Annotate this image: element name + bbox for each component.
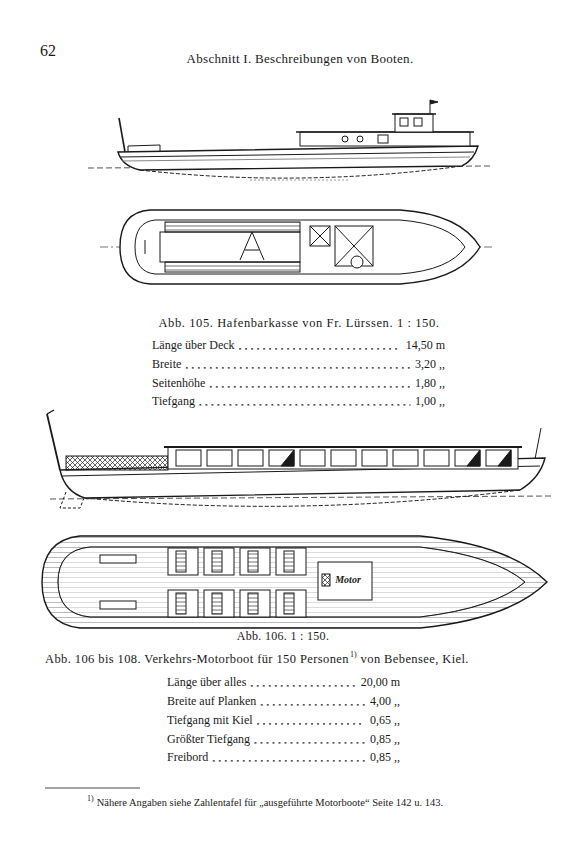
bench xyxy=(168,548,198,575)
bench-slats xyxy=(176,551,186,572)
window-shade xyxy=(467,450,480,466)
spec-value: 0,65 ,, xyxy=(370,714,400,728)
bench xyxy=(168,590,198,617)
footnote-mark: 1) xyxy=(350,650,357,659)
figure-caption: Abb. 106 bis 108. Verkehrs-Motorboot für… xyxy=(45,652,349,666)
spec-value: 0,85 ,, xyxy=(370,751,400,765)
spec-value: 1,80 ,, xyxy=(415,377,445,391)
spec-value: 0,85 ,, xyxy=(370,733,400,747)
bench-slats xyxy=(284,593,294,614)
window xyxy=(238,450,263,466)
bench-slats xyxy=(248,551,258,572)
spec-label: Länge über Deck xyxy=(152,339,235,353)
window xyxy=(269,450,294,466)
spec-label: Breite xyxy=(152,358,181,372)
window xyxy=(424,450,449,466)
dot-leader xyxy=(186,367,410,368)
spec-value: 20,00 m xyxy=(361,676,400,690)
spec-value: 4,00 ,, xyxy=(370,695,400,709)
bench xyxy=(240,548,270,575)
window xyxy=(300,450,325,466)
window xyxy=(176,450,201,466)
footnote-mark: 1) xyxy=(87,794,94,803)
window xyxy=(331,450,356,466)
bench-slats xyxy=(248,593,258,614)
dot-leader xyxy=(240,348,401,349)
window xyxy=(393,450,418,466)
figure-caption: Abb. 106. 1 : 150. xyxy=(237,630,329,644)
spec-value: 3,20 ,, xyxy=(415,358,445,372)
window xyxy=(455,450,480,466)
window xyxy=(486,450,511,466)
bench xyxy=(276,590,306,617)
spec-label: Tiefgang xyxy=(152,395,195,409)
spec-label: Länge über alles xyxy=(167,676,246,690)
spec-value: 14,50 m xyxy=(406,339,445,353)
bench xyxy=(204,590,234,617)
spec-label: Freibord xyxy=(167,751,208,765)
bench xyxy=(276,548,306,575)
bench-slats xyxy=(176,593,186,614)
dot-leader xyxy=(258,723,365,724)
dot-leader xyxy=(251,685,355,686)
window xyxy=(362,450,387,466)
spec-value: 1,00 ,, xyxy=(415,395,445,409)
figure-caption: Abb. 105. Hafenbarkasse von Fr. Lürssen.… xyxy=(158,316,439,330)
window-shade xyxy=(498,450,511,466)
spec-label: Seitenhöhe xyxy=(152,377,205,391)
footnote: Nähere Angaben siehe Zahlentafel für „au… xyxy=(97,797,443,809)
spec-label: Breite auf Planken xyxy=(167,695,256,709)
window-shade xyxy=(281,450,294,466)
dot-leader xyxy=(200,404,410,405)
spec-label: Tiefgang mit Kiel xyxy=(167,714,253,728)
dot-leader xyxy=(213,760,365,761)
running-head: Abschnitt I. Beschreibungen von Booten. xyxy=(187,52,414,67)
figure-caption: von Bebensee, Kiel. xyxy=(361,652,469,666)
dot-leader xyxy=(261,704,365,705)
dot-leader xyxy=(255,742,365,743)
spec-label: Größter Tiefgang xyxy=(167,733,250,747)
bench xyxy=(204,548,234,575)
window xyxy=(207,450,232,466)
dot-leader xyxy=(210,386,410,387)
page-number: 62 xyxy=(40,42,56,60)
drawing-label: Motor xyxy=(335,574,361,586)
bench-slats xyxy=(212,551,222,572)
bench-slats xyxy=(284,551,294,572)
bench-slats xyxy=(212,593,222,614)
bench xyxy=(240,590,270,617)
